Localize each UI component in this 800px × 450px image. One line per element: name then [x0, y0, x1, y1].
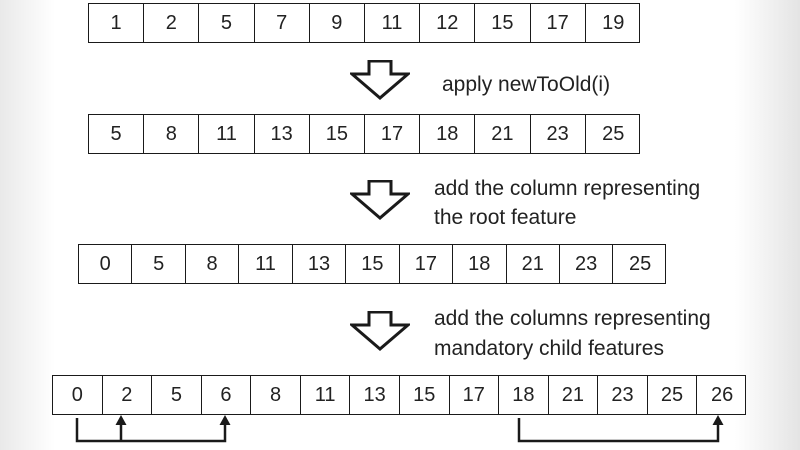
- array-cell: 17: [450, 376, 500, 414]
- array-row-with-mandatory-children: 0 2 5 6 8 11 13 15 17 18 21 23 25 26: [52, 375, 746, 415]
- array-cell: 25: [648, 376, 698, 414]
- array-cell: 12: [420, 4, 476, 42]
- down-arrow-icon: [350, 180, 410, 220]
- step-label-apply-newtoold: apply newToOld(i): [442, 73, 611, 96]
- array-cell: 2: [103, 376, 153, 414]
- array-cell: 0: [79, 245, 133, 283]
- array-cell: 18: [499, 376, 549, 414]
- array-cell: 23: [531, 115, 586, 153]
- array-cell: 11: [239, 245, 293, 283]
- array-cell: 21: [475, 115, 531, 153]
- array-cell: 13: [350, 376, 400, 414]
- array-cell: 17: [400, 245, 454, 283]
- array-cell: 15: [310, 115, 365, 153]
- array-cell: 5: [89, 115, 145, 153]
- array-cell: 1: [89, 4, 145, 42]
- array-cell: 25: [628, 252, 652, 275]
- array-cell: 18: [420, 115, 476, 153]
- array-cell: 23: [560, 245, 614, 283]
- down-arrow-icon: [350, 60, 410, 100]
- connector-root-to-children: [75, 418, 227, 443]
- array-cell: 15: [475, 4, 531, 42]
- step-label-root-line1: add the column representing: [434, 177, 701, 200]
- array-cell: 17: [365, 115, 421, 153]
- array-cell: 21: [507, 245, 560, 283]
- down-arrow-icon: [350, 311, 410, 351]
- array-cell: 17: [531, 4, 586, 42]
- arrowhead-icon: [712, 415, 724, 425]
- array-cell: 21: [549, 376, 599, 414]
- array-row-original: 1 2 5 7 9 11 12 15 17 19: [88, 3, 640, 43]
- connector-18-to-26: [517, 418, 720, 443]
- array-cell: 11: [199, 115, 255, 153]
- array-cell: 11: [301, 376, 351, 414]
- array-cell: 8: [186, 245, 240, 283]
- array-cell: 13: [293, 245, 347, 283]
- array-cell: 8: [144, 115, 200, 153]
- array-cell: 0: [53, 376, 103, 414]
- array-cell: 5: [152, 376, 202, 414]
- array-cell: 8: [251, 376, 301, 414]
- array-cell: 13: [255, 115, 310, 153]
- array-cell: 19: [602, 11, 625, 34]
- array-cell: 6: [202, 376, 252, 414]
- arrowhead-icon: [115, 415, 127, 425]
- array-cell: 5: [132, 245, 186, 283]
- array-cell: 9: [310, 4, 365, 42]
- array-cell: 11: [365, 4, 421, 42]
- arrowhead-icon: [219, 415, 231, 425]
- array-cell: 7: [255, 4, 310, 42]
- array-row-with-root: 0 5 8 11 13 15 17 18 21 23 25: [78, 244, 666, 284]
- step-label-root-line2: the root feature: [434, 206, 577, 229]
- array-cell: 18: [453, 245, 507, 283]
- array-cell: 26: [710, 383, 734, 406]
- array-cell: 23: [598, 376, 648, 414]
- array-cell: 15: [346, 245, 400, 283]
- array-cell: 2: [144, 4, 200, 42]
- array-cell: 5: [199, 4, 255, 42]
- step-label-mandatory-line2: mandatory child features: [434, 337, 664, 360]
- array-cell: 15: [400, 376, 450, 414]
- array-cell: 25: [602, 122, 625, 145]
- array-row-mapped: 5 8 11 13 15 17 18 21 23 25: [88, 114, 640, 154]
- step-label-mandatory-line1: add the columns representing: [434, 307, 711, 330]
